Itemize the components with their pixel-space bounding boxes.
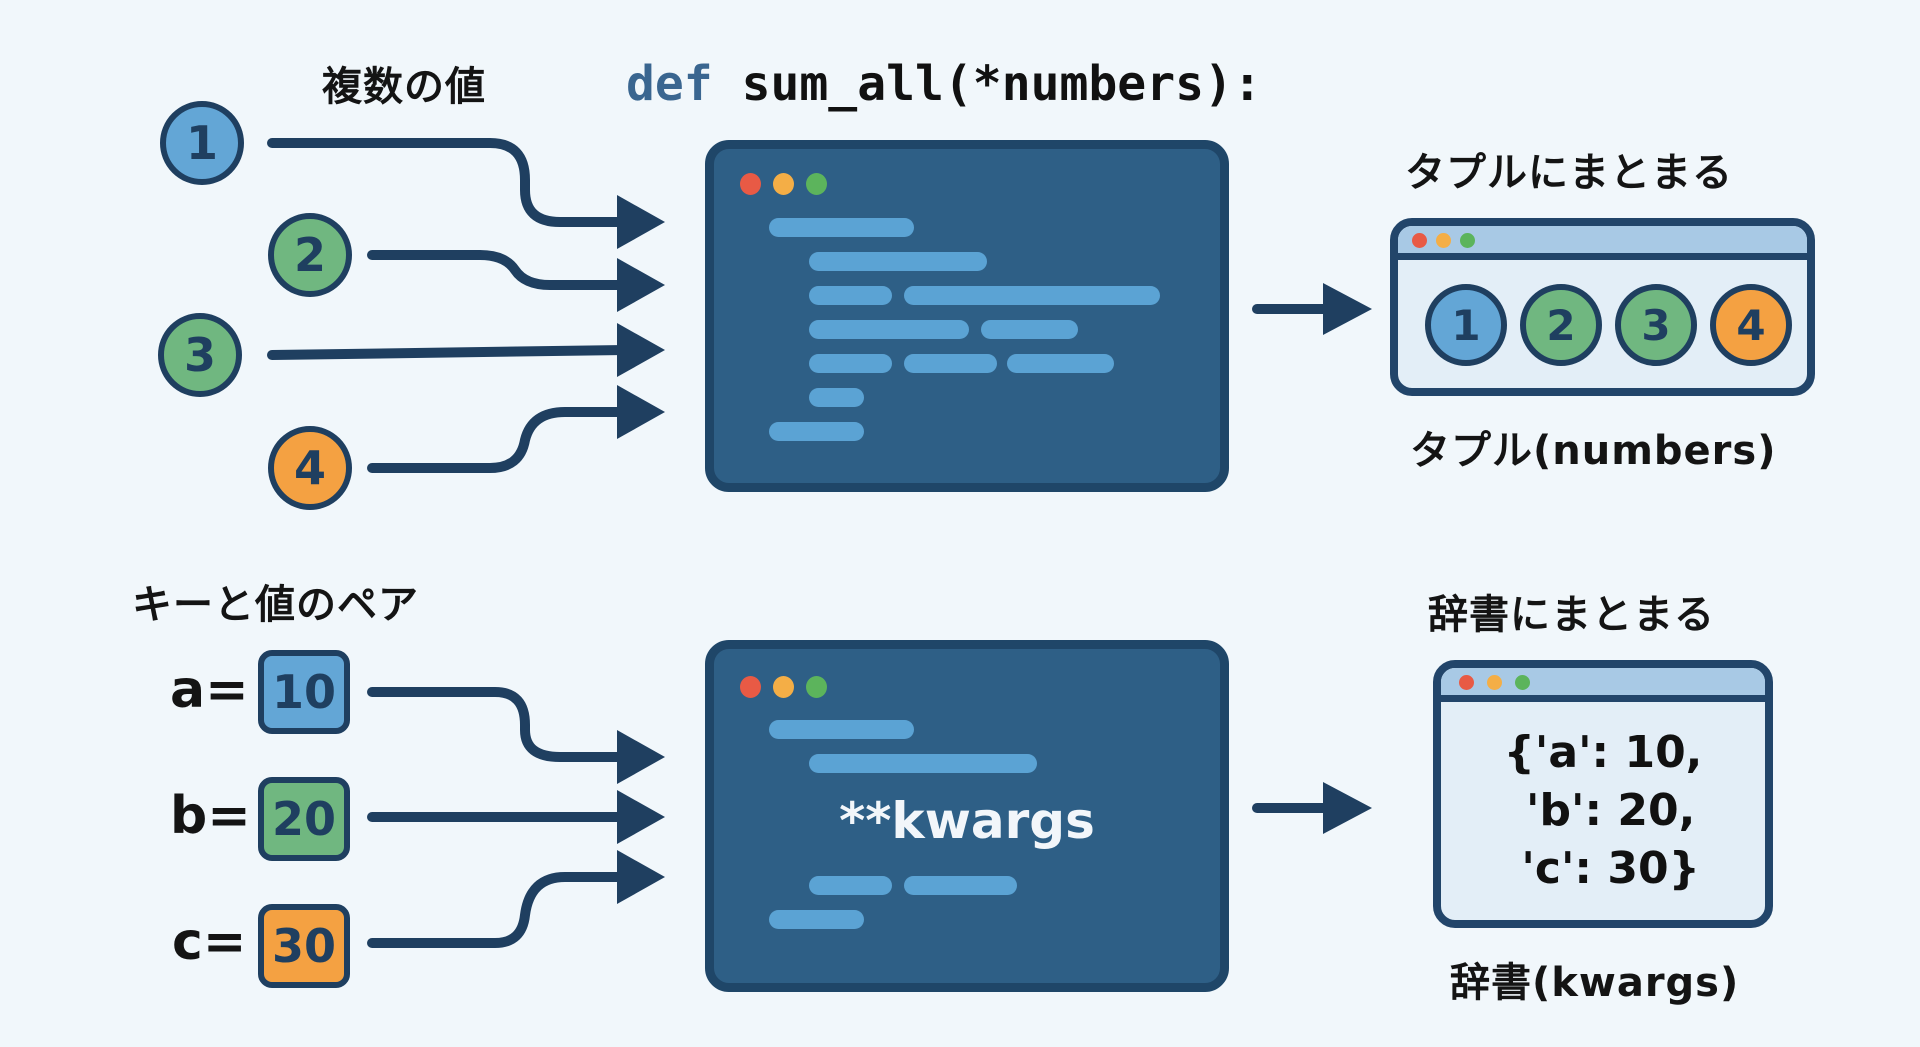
key-value-pairs-label: キーと値のペア	[132, 582, 419, 628]
dict-caption: 辞書(kwargs)	[1450, 960, 1740, 1006]
code-line	[769, 218, 914, 237]
tuple-item-1: 1	[1425, 284, 1507, 366]
arrow-3-line	[267, 345, 630, 360]
code-line	[769, 910, 864, 929]
maximize-dot-icon	[1460, 233, 1475, 248]
arrow-head-4	[617, 385, 665, 439]
code-window-kwargs: **kwargs	[705, 640, 1229, 992]
multiple-values-label: 複数の値	[322, 64, 486, 110]
arrow-head-b	[617, 790, 665, 844]
code-line	[809, 388, 864, 407]
code-line	[1007, 354, 1114, 373]
arrow-4-line	[367, 407, 630, 473]
input-circle-3: 3	[158, 313, 242, 397]
maximize-dot-icon	[806, 676, 827, 698]
arrow-c-line	[367, 872, 630, 948]
minimize-dot-icon	[1436, 233, 1451, 248]
code-line	[809, 354, 892, 373]
code-line	[981, 320, 1078, 339]
input-circle-4: 4	[268, 426, 352, 510]
tuple-caption: タプル(numbers)	[1410, 428, 1777, 474]
tuple-item-4: 4	[1710, 284, 1792, 366]
code-line	[904, 354, 997, 373]
arrow-head-a	[617, 730, 665, 784]
input-circle-1: 1	[160, 101, 244, 185]
def-keyword: def	[626, 56, 713, 112]
arrow-head-c	[617, 850, 665, 904]
maximize-dot-icon	[1515, 675, 1530, 690]
kwargs-label: **kwargs	[839, 792, 1095, 850]
arrow-head-1	[617, 195, 665, 249]
code-line	[809, 876, 892, 895]
value-box-c: 30	[258, 904, 350, 988]
value-box-a: 10	[258, 650, 350, 734]
code-line	[769, 422, 864, 441]
arrow-a-line	[367, 687, 630, 762]
arrow-head-3	[617, 323, 665, 377]
signature-rest: sum_all(*numbers):	[741, 56, 1262, 112]
code-line	[809, 252, 987, 271]
close-dot-icon	[1459, 675, 1474, 690]
minimize-dot-icon	[773, 676, 794, 698]
dict-line-2: 'b': 20,	[1510, 785, 1696, 836]
code-line	[809, 754, 1037, 773]
code-line	[809, 320, 969, 339]
close-dot-icon	[740, 173, 761, 195]
close-dot-icon	[740, 676, 761, 698]
minimize-dot-icon	[1487, 675, 1502, 690]
tuple-window-titlebar	[1398, 226, 1807, 260]
maximize-dot-icon	[806, 173, 827, 195]
dict-window-titlebar	[1441, 668, 1765, 702]
dict-result-heading: 辞書にまとまる	[1428, 592, 1715, 638]
code-line	[769, 720, 914, 739]
arrow-head-tuple	[1323, 283, 1372, 335]
code-line	[904, 286, 1160, 305]
code-window-args	[705, 140, 1229, 492]
dict-line-1: {'a': 10,	[1503, 727, 1703, 778]
dict-line-3: 'c': 30}	[1506, 843, 1700, 894]
minimize-dot-icon	[773, 173, 794, 195]
code-line	[809, 286, 892, 305]
value-box-b: 20	[258, 777, 350, 861]
arrow-1-line	[267, 138, 630, 227]
arrow-head-2	[617, 258, 665, 312]
function-signature: def sum_all(*numbers):	[626, 56, 1262, 112]
tuple-window: 1 2 3 4	[1390, 218, 1815, 396]
tuple-item-3: 3	[1615, 284, 1697, 366]
key-b-label: b=	[170, 786, 251, 846]
tuple-item-2: 2	[1520, 284, 1602, 366]
key-a-label: a=	[170, 660, 249, 720]
arrow-head-dict	[1323, 782, 1372, 834]
close-dot-icon	[1412, 233, 1427, 248]
dict-window: {'a': 10, 'b': 20, 'c': 30}	[1433, 660, 1773, 928]
key-c-label: c=	[172, 912, 247, 972]
tuple-result-heading: タプルにまとまる	[1405, 150, 1733, 196]
code-line	[904, 876, 1017, 895]
input-circle-2: 2	[268, 213, 352, 297]
arrow-2-line	[367, 250, 630, 290]
